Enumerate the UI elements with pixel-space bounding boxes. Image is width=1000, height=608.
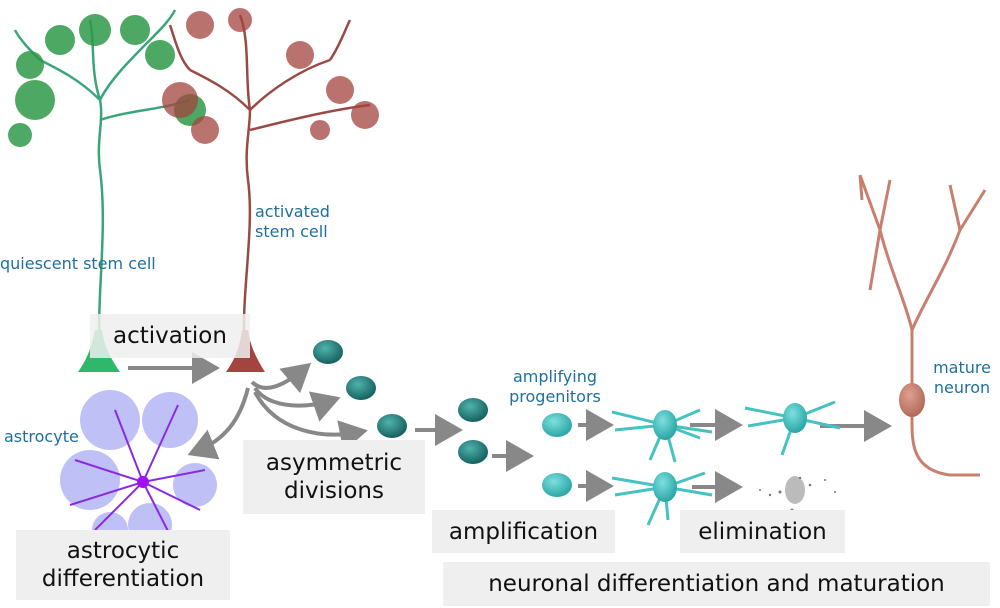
label-mature-neuron: mature neuron [933,358,991,397]
stage-elimination: elimination [680,510,845,553]
label-amplifying-progenitors: amplifying progenitors [509,367,601,406]
label-astrocyte: astrocyte [4,427,79,446]
eliminated-cell [759,476,836,512]
stage-amplification: amplification [432,510,615,553]
stage-asymmetric-divisions: asymmetric divisions [243,440,425,514]
arrow-astrocytic [187,387,250,460]
label-activated-stem-cell: activated stem cell [255,202,330,241]
activated-stem-cell [162,8,379,372]
stage-activation: activation [90,314,250,358]
mature-neuron-cell [858,174,987,477]
progenitor-cells [313,340,572,497]
stage-astrocytic-differentiation: astrocytic differentiation [16,530,230,600]
arrow-division-2 [253,386,341,422]
arrow-division-1 [250,362,312,394]
stage-neuronal-differentiation: neuronal differentiation and maturation [443,562,990,606]
immature-neurons [611,400,841,526]
label-quiescent-stem-cell: quiescent stem cell [0,254,156,273]
astrocyte-cell [60,390,217,548]
arrow-division-3 [253,391,368,452]
